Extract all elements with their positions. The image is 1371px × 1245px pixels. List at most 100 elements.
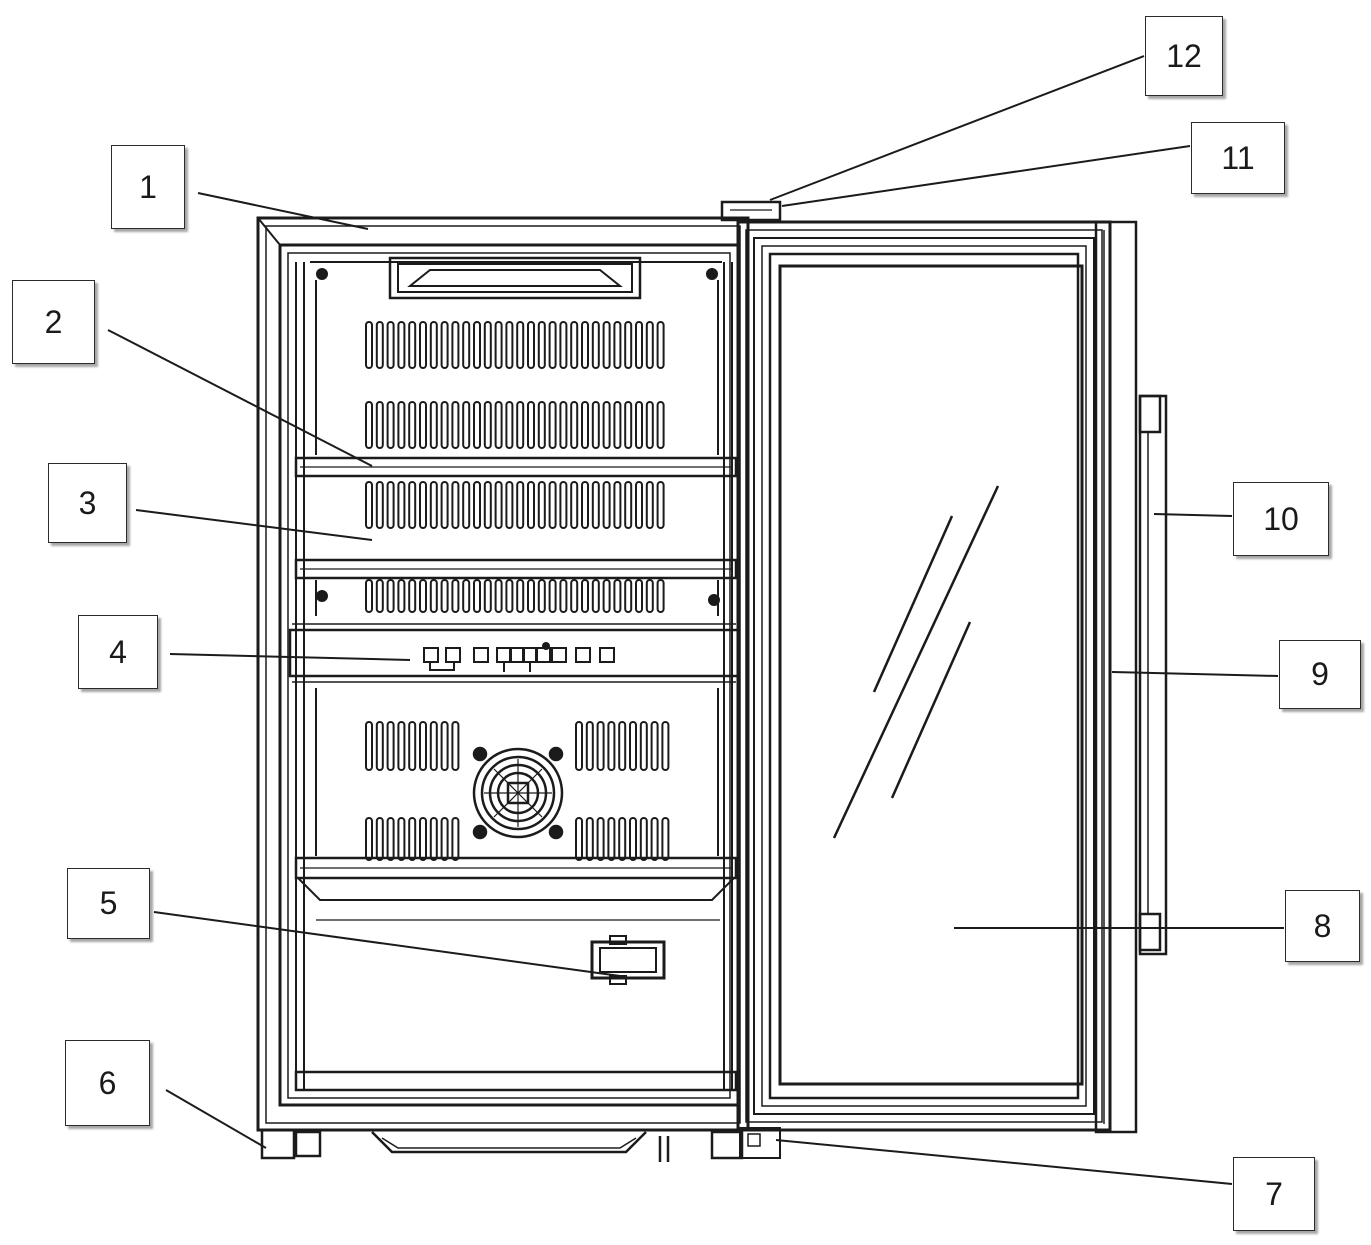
vent-slot — [408, 579, 417, 613]
vent-slot — [607, 721, 616, 771]
callout-label: 6 — [98, 1064, 117, 1101]
callout-label: 3 — [78, 484, 97, 521]
callout-9: 9 — [1279, 640, 1361, 709]
vent-slot — [408, 401, 417, 449]
vent-slot — [635, 321, 643, 369]
vent-slot — [375, 817, 384, 861]
vent-slot — [516, 579, 525, 613]
vent-slot — [365, 401, 373, 449]
callout-1: 1 — [111, 145, 185, 229]
lower-panel — [315, 580, 720, 856]
vent-slot — [527, 481, 535, 529]
callout-6: 6 — [65, 1040, 150, 1126]
vent-slot — [570, 481, 579, 529]
vent-slot — [365, 481, 373, 529]
vent-slot — [375, 401, 384, 449]
vent-slot — [440, 817, 449, 861]
vent-slot — [537, 481, 546, 529]
vent-slot — [570, 321, 579, 369]
vent-slot — [451, 817, 460, 861]
vent-slot — [408, 481, 417, 529]
vent-slot — [375, 579, 384, 613]
callout-12: 12 — [1145, 16, 1223, 96]
vent-slot — [386, 401, 395, 449]
vent-slot — [462, 321, 471, 369]
vent-slot — [451, 321, 460, 369]
vent-slot — [473, 579, 481, 613]
vent-slot — [375, 481, 384, 529]
vent-slot — [483, 321, 492, 369]
vent-slot — [559, 321, 568, 369]
vent-slot — [656, 321, 665, 369]
vent-slot — [462, 401, 471, 449]
vent-slot — [397, 579, 406, 613]
vent-slot — [635, 579, 643, 613]
vent-slot — [613, 401, 622, 449]
callout-label: 1 — [139, 168, 157, 205]
vent-slot — [613, 579, 622, 613]
vent-slot — [440, 481, 449, 529]
vent-slot — [650, 817, 659, 861]
vent-slot — [559, 481, 568, 529]
vent-slot — [645, 579, 654, 613]
vent-slot — [419, 721, 427, 771]
vent-slot — [419, 817, 427, 861]
vent-slot — [408, 721, 417, 771]
vent-slot — [397, 401, 406, 449]
vent-slot — [408, 321, 417, 369]
vent-slot — [575, 721, 583, 771]
vent-slot — [386, 579, 395, 613]
leader-lines — [107, 55, 1284, 1185]
vent-slot — [607, 817, 616, 861]
vent-slot — [429, 817, 438, 861]
vent-slot — [585, 817, 594, 861]
vent-slot — [494, 401, 503, 449]
vent-slot — [483, 481, 492, 529]
vent-slot — [429, 579, 438, 613]
vent-slot — [602, 481, 611, 529]
control-panel — [288, 623, 740, 683]
vent-slot — [419, 481, 427, 529]
callout-label: 10 — [1263, 500, 1299, 537]
vent-slot — [559, 579, 568, 613]
vent-slot — [451, 481, 460, 529]
vent-slot — [440, 721, 449, 771]
vent-slot — [365, 817, 373, 861]
back-panel-vents — [365, 321, 670, 861]
top-hinge — [720, 200, 782, 222]
vent-slot — [629, 721, 637, 771]
vent-slot — [570, 579, 579, 613]
vent-slot — [624, 481, 633, 529]
vent-slot — [596, 721, 605, 771]
vent-slot — [462, 579, 471, 613]
vent-slot — [516, 481, 525, 529]
glass-reflection — [832, 485, 1000, 839]
vent-slot — [505, 579, 514, 613]
vent-slot — [527, 321, 535, 369]
vent-slot — [548, 579, 557, 613]
vent-slot — [645, 401, 654, 449]
vent-slot — [527, 579, 535, 613]
callout-label: 9 — [1311, 656, 1329, 692]
vent-slot — [365, 579, 373, 613]
callout-10: 10 — [1233, 482, 1329, 556]
vent-slot — [375, 321, 384, 369]
vent-slot — [429, 401, 438, 449]
vent-slot — [591, 579, 600, 613]
vent-slot — [386, 321, 395, 369]
vent-slot — [494, 321, 503, 369]
vent-slot — [537, 579, 546, 613]
vent-slot — [462, 481, 471, 529]
vent-slot — [635, 401, 643, 449]
callout-label: 2 — [44, 303, 63, 340]
vent-slot — [645, 321, 654, 369]
vent-slot — [575, 817, 583, 861]
vent-slot — [548, 481, 557, 529]
callout-label: 7 — [1265, 1175, 1283, 1212]
shelves — [294, 456, 738, 1092]
vent-slot — [451, 721, 460, 771]
vent-slot — [585, 721, 594, 771]
vent-slot — [527, 401, 535, 449]
vent-slot — [397, 481, 406, 529]
